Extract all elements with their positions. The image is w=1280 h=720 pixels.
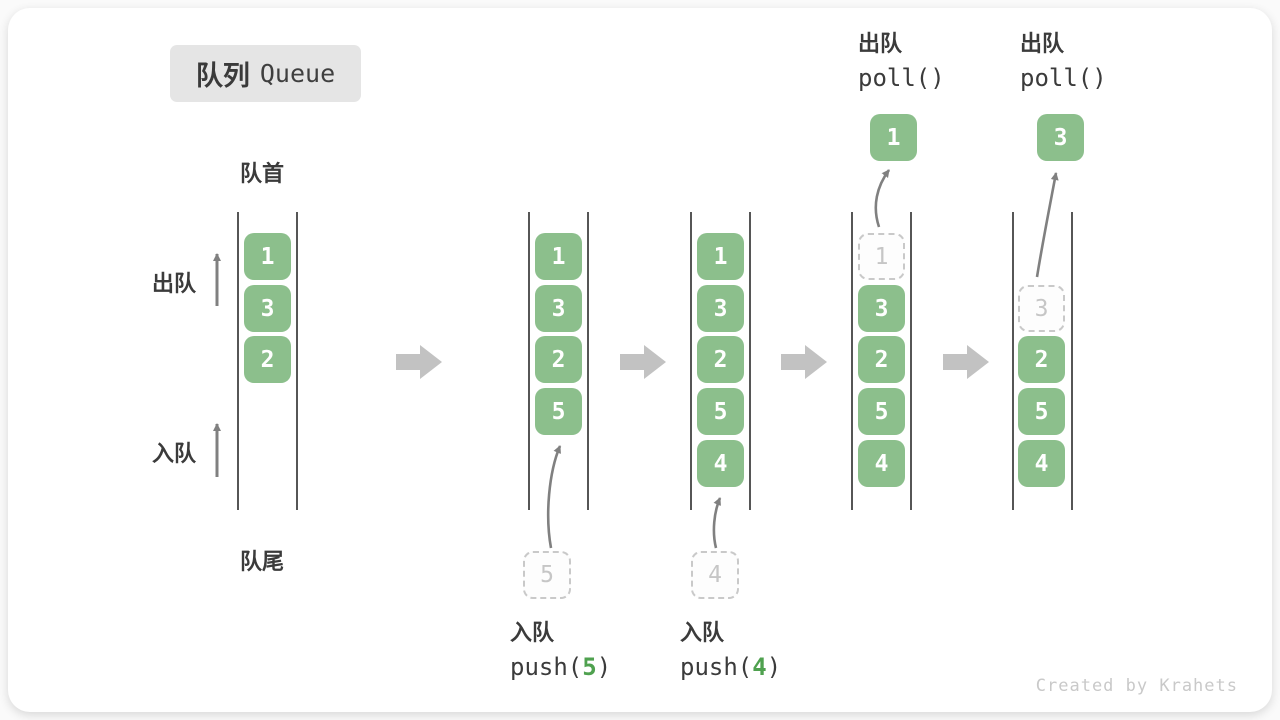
queue-item: 1 [244, 233, 291, 280]
op-poll1-code: poll() [858, 64, 945, 92]
queue-container-3 [690, 212, 751, 510]
canvas-card [8, 8, 1272, 712]
queue-item: 1 [697, 233, 744, 280]
code-text: push( [510, 653, 583, 681]
queue-item: 3 [858, 285, 905, 332]
queue-item: 5 [535, 388, 582, 435]
queue-item: 5 [1018, 388, 1065, 435]
label-queue-front: 队首 [240, 161, 285, 186]
op-push4-zh: 入队 [680, 620, 725, 645]
queue-item: 5 [697, 388, 744, 435]
code-arg: 4 [752, 653, 767, 681]
queue-container-4 [851, 212, 912, 510]
queue-item: 2 [1018, 336, 1065, 383]
queue-item: 3 [697, 285, 744, 332]
polled-item: 1 [870, 114, 917, 161]
staging-item-push5: 5 [523, 551, 571, 599]
queue-item: 2 [858, 336, 905, 383]
code-text: ) [596, 653, 612, 681]
queue-item: 5 [858, 388, 905, 435]
op-push5-zh: 入队 [510, 620, 555, 645]
staging-item-push4: 4 [691, 551, 739, 599]
queue-item: 2 [697, 336, 744, 383]
op-poll1-zh: 出队 [858, 31, 903, 56]
label-enqueue: 入队 [152, 441, 197, 466]
op-label-push4: 入队 push(4) [680, 620, 781, 680]
queue-container-1 [237, 212, 298, 510]
title-en: Queue [259, 59, 336, 88]
watermark: Created by Krahets [1035, 676, 1238, 696]
queue-item: 4 [1018, 440, 1065, 487]
polled-item: 3 [1037, 114, 1084, 161]
op-poll2-code: poll() [1020, 64, 1107, 92]
op-label-poll2: 出队 poll() [1020, 31, 1107, 92]
queue-item: 3 [535, 285, 582, 332]
op-poll2-zh: 出队 [1020, 31, 1065, 56]
op-push4-code: push(4) [680, 655, 781, 679]
label-queue-rear: 队尾 [240, 549, 285, 574]
queue-container-5 [1012, 212, 1073, 510]
op-push5-code: push(5) [510, 655, 611, 679]
queue-item: 3 [244, 285, 291, 332]
label-dequeue: 出队 [152, 271, 197, 296]
queue-item: 4 [697, 440, 744, 487]
removed-item-ghost: 1 [858, 233, 905, 280]
queue-item: 2 [244, 336, 291, 383]
title-badge: 队列 Queue [170, 45, 361, 102]
removed-item-ghost: 3 [1018, 285, 1065, 332]
queue-item: 1 [535, 233, 582, 280]
op-label-push5: 入队 push(5) [510, 620, 611, 680]
queue-container-2 [528, 212, 589, 510]
op-label-poll1: 出队 poll() [858, 31, 945, 92]
title-zh: 队列 [195, 61, 250, 91]
code-text: push( [680, 653, 753, 681]
code-text: ) [766, 653, 782, 681]
queue-item: 4 [858, 440, 905, 487]
queue-item: 2 [535, 336, 582, 383]
code-arg: 5 [582, 653, 597, 681]
